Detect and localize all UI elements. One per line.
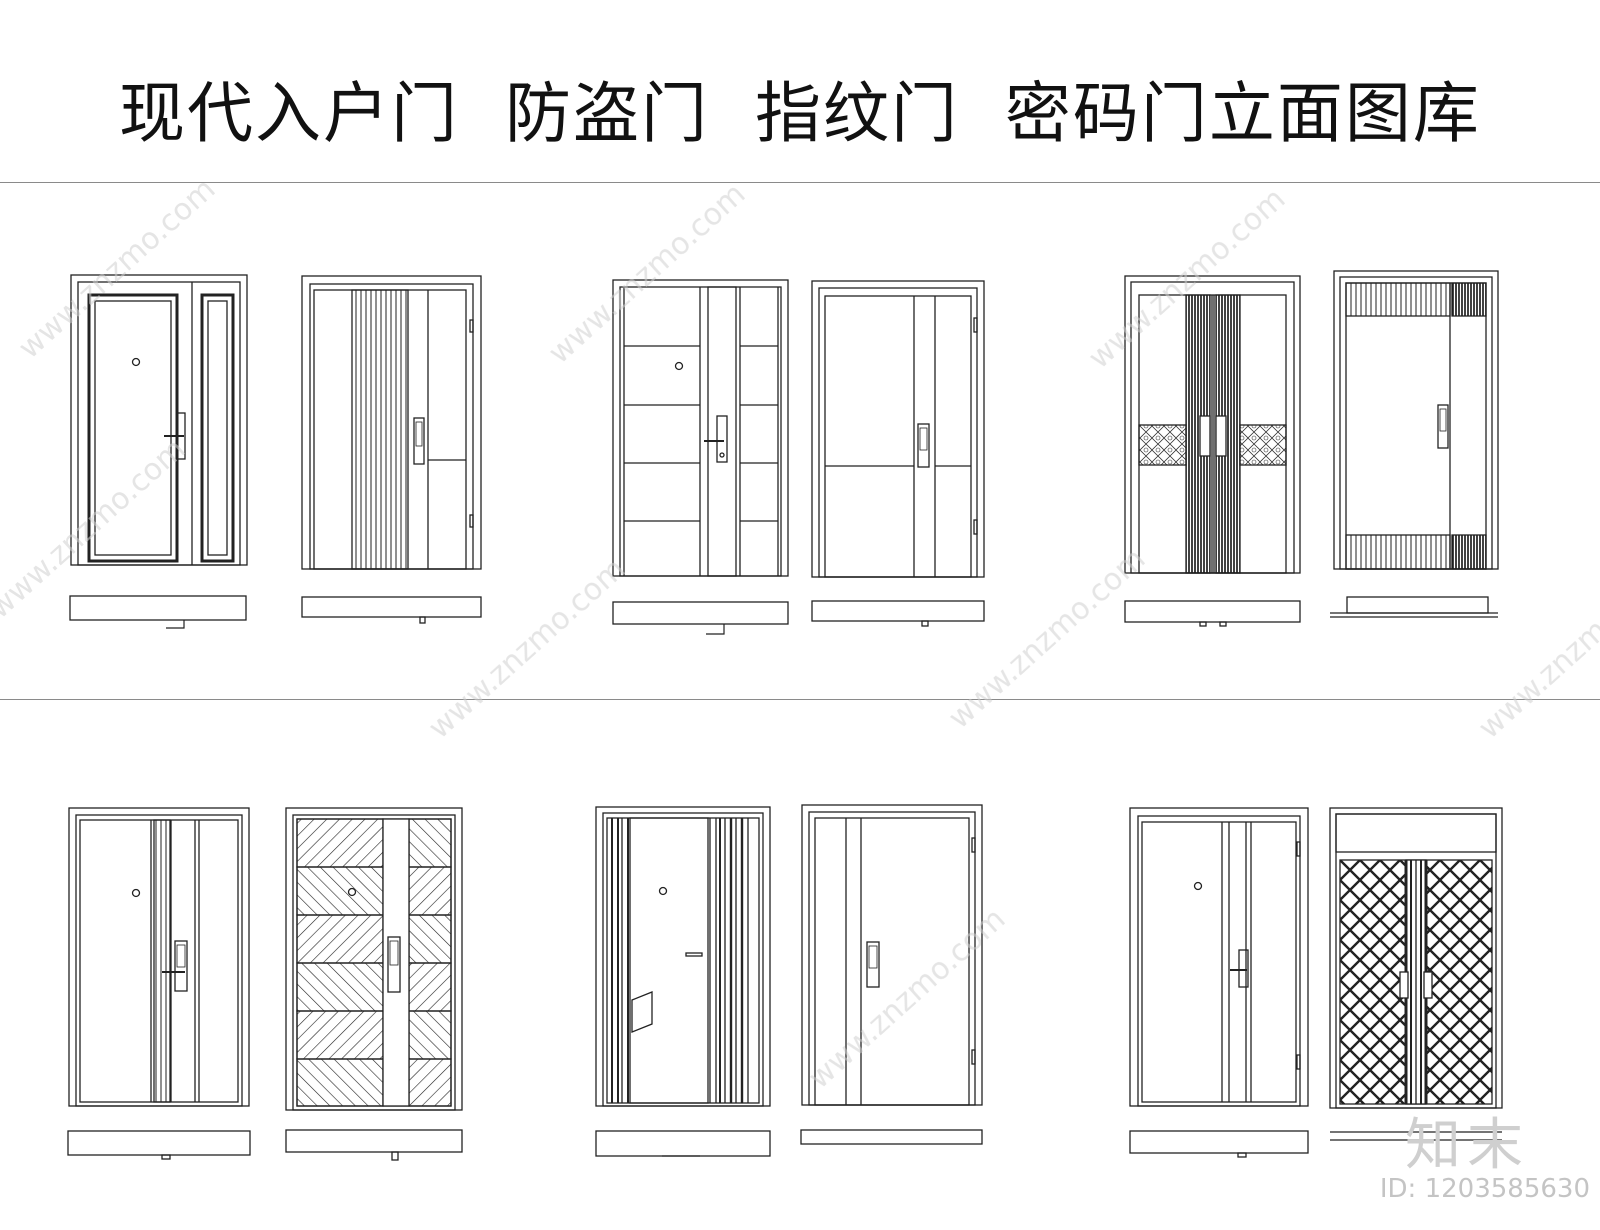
svg-text:www.znzmo.com: www.znzmo.com xyxy=(942,542,1152,736)
svg-text:www.znzmo.com: www.znzmo.com xyxy=(0,432,192,626)
svg-text:www.znzmo.com: www.znzmo.com xyxy=(542,177,752,371)
row-divider xyxy=(0,699,1600,700)
door-6 xyxy=(1330,270,1499,618)
door-9 xyxy=(595,806,771,1157)
door-3 xyxy=(612,279,789,635)
door-1 xyxy=(69,274,248,629)
door-5 xyxy=(1124,275,1301,627)
door-4 xyxy=(811,280,985,627)
door-2 xyxy=(301,275,482,624)
door-11 xyxy=(1129,807,1309,1158)
svg-text:www.znzmo.com: www.znzmo.com xyxy=(802,902,1012,1096)
svg-text:www.znzmo.com: www.znzmo.com xyxy=(422,552,632,746)
image-id-label: ID: 1203585630 xyxy=(1379,1174,1590,1204)
svg-text:www.znzmo.com: www.znzmo.com xyxy=(12,172,222,366)
zhimo-logo-watermark: 知末 xyxy=(1405,1113,1529,1178)
title-band: 现代入户门 防盗门 指纹门 密码门立面图库 xyxy=(0,0,1600,183)
svg-text:www.znzmo.com: www.znzmo.com xyxy=(1472,552,1600,746)
door-12 xyxy=(1329,807,1503,1141)
door-8 xyxy=(285,807,463,1161)
door-10 xyxy=(800,804,983,1145)
door-7 xyxy=(67,807,251,1160)
page-title: 现代入户门 防盗门 指纹门 密码门立面图库 xyxy=(119,75,1481,152)
